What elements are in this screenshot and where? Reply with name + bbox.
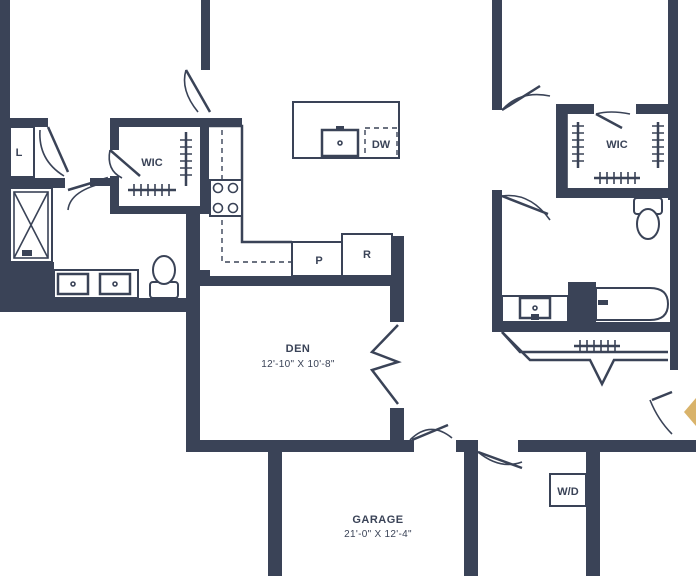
- room-name-garage: GARAGE: [352, 514, 403, 526]
- label-wic-right: WIC: [606, 139, 627, 151]
- doors: [39, 69, 673, 470]
- label-refrigerator: R: [363, 249, 371, 261]
- entry-arrow-icon: [684, 398, 696, 426]
- label-linen: L: [16, 147, 23, 159]
- linen-closet: [9, 126, 35, 178]
- label-dishwasher: DW: [372, 139, 391, 151]
- room-dims-garage: 21'-0" X 12'-4": [344, 529, 412, 540]
- room-dims-den: 12'-10" X 10'-8": [261, 359, 335, 370]
- pantry: [291, 241, 343, 277]
- left-bath: [9, 126, 192, 299]
- right-bath: [501, 114, 670, 387]
- label-pantry: P: [315, 255, 322, 267]
- label-washer-dryer: W/D: [557, 486, 578, 498]
- room-name-den: DEN: [286, 343, 311, 355]
- refrigerator: [341, 233, 393, 277]
- kitchen: [208, 101, 400, 277]
- label-wic-left: WIC: [141, 157, 162, 169]
- washer-dryer: [549, 473, 587, 507]
